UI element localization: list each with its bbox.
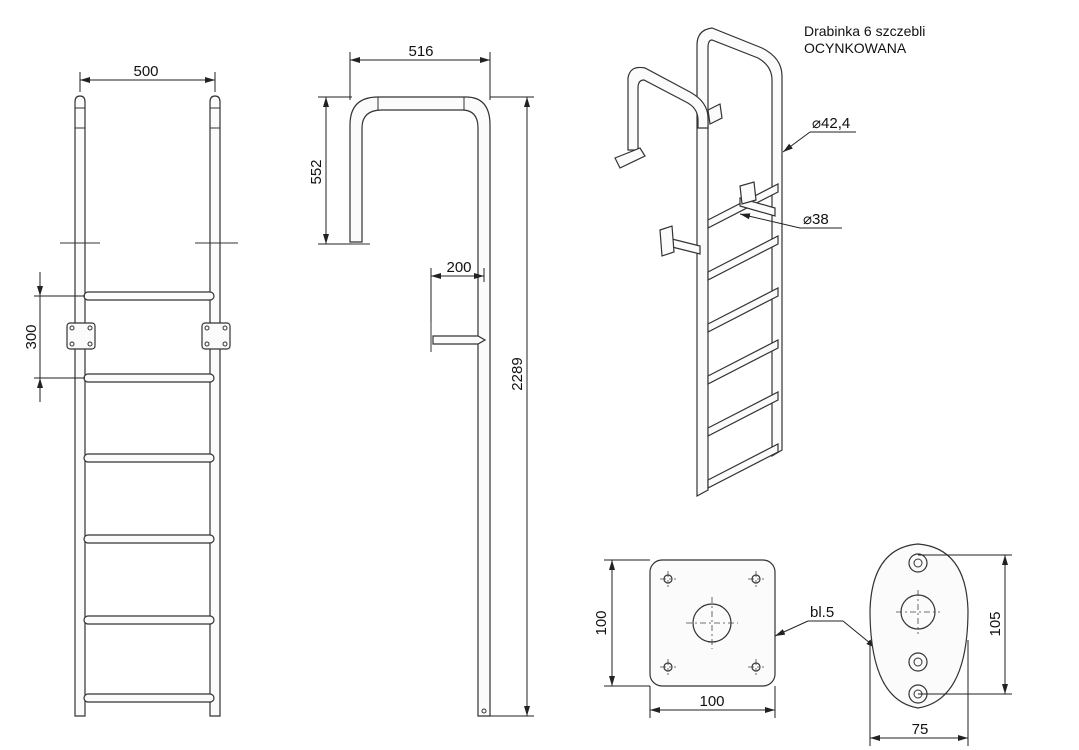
- rail-diameter-label: ⌀42,4: [812, 115, 850, 132]
- right-rail: [209, 95, 221, 717]
- side-bracket: [432, 335, 487, 345]
- rung-diameter-label: ⌀38: [803, 211, 829, 228]
- dim-552: 552: [308, 96, 352, 245]
- oval-top-hole: [908, 553, 928, 573]
- total-height-label: 2289: [509, 357, 526, 390]
- side-rail: [349, 96, 491, 717]
- left-rail: [74, 95, 86, 717]
- front-view: 500 300: [23, 63, 238, 717]
- leader-rung-diameter: ⌀38: [739, 211, 842, 229]
- oval-plate-width-label: 75: [912, 721, 929, 738]
- iso-bracket-flange-2: [739, 181, 757, 205]
- iso-rear-rail: [627, 66, 709, 151]
- dim-300: 300: [23, 272, 85, 402]
- oval-mid-hole: [908, 652, 928, 672]
- front-width-label: 500: [133, 63, 158, 80]
- thickness-label: bl.5: [810, 604, 834, 621]
- iso-rear-flange: [614, 147, 646, 169]
- dim-2289: 2289: [490, 96, 534, 717]
- square-plate-width-label: 100: [699, 693, 724, 710]
- leader-rail-diameter: ⌀42,4: [782, 115, 856, 153]
- top-width-label: 516: [408, 43, 433, 60]
- top-height-label: 552: [308, 159, 325, 184]
- rungs: [83, 291, 215, 703]
- plate-bolt-holes: [660, 571, 764, 675]
- side-view: 516 552 200 2289: [308, 43, 534, 717]
- iso-rungs: [707, 183, 779, 489]
- iso-top-flange: [707, 103, 723, 125]
- dim-500: 500: [79, 63, 216, 92]
- rail-caps: [75, 107, 220, 129]
- oval-plate-view: 105 75: [869, 543, 1012, 746]
- front-brackets: [66, 322, 231, 350]
- iso-view: Drabinka 6 szczebli OCYNKOWANA ⌀: [614, 23, 925, 498]
- oval-plate-height-label: 105: [987, 611, 1004, 636]
- dim-200: 200: [430, 259, 485, 322]
- iso-bracket-flange-1: [659, 225, 675, 257]
- title-line-2: OCYNKOWANA: [804, 40, 907, 56]
- thickness-leader: bl.5: [774, 604, 877, 649]
- plate-center-hole: [692, 603, 732, 643]
- dim-516: 516: [349, 43, 491, 100]
- bracket-offset-label: 200: [446, 259, 471, 276]
- square-plate-view: 100 100: [593, 559, 776, 718]
- title-line-1: Drabinka 6 szczebli: [804, 23, 925, 39]
- square-plate-height-label: 100: [593, 610, 610, 635]
- side-rail-end-hole: [481, 708, 487, 714]
- rung-spacing-label: 300: [23, 324, 40, 349]
